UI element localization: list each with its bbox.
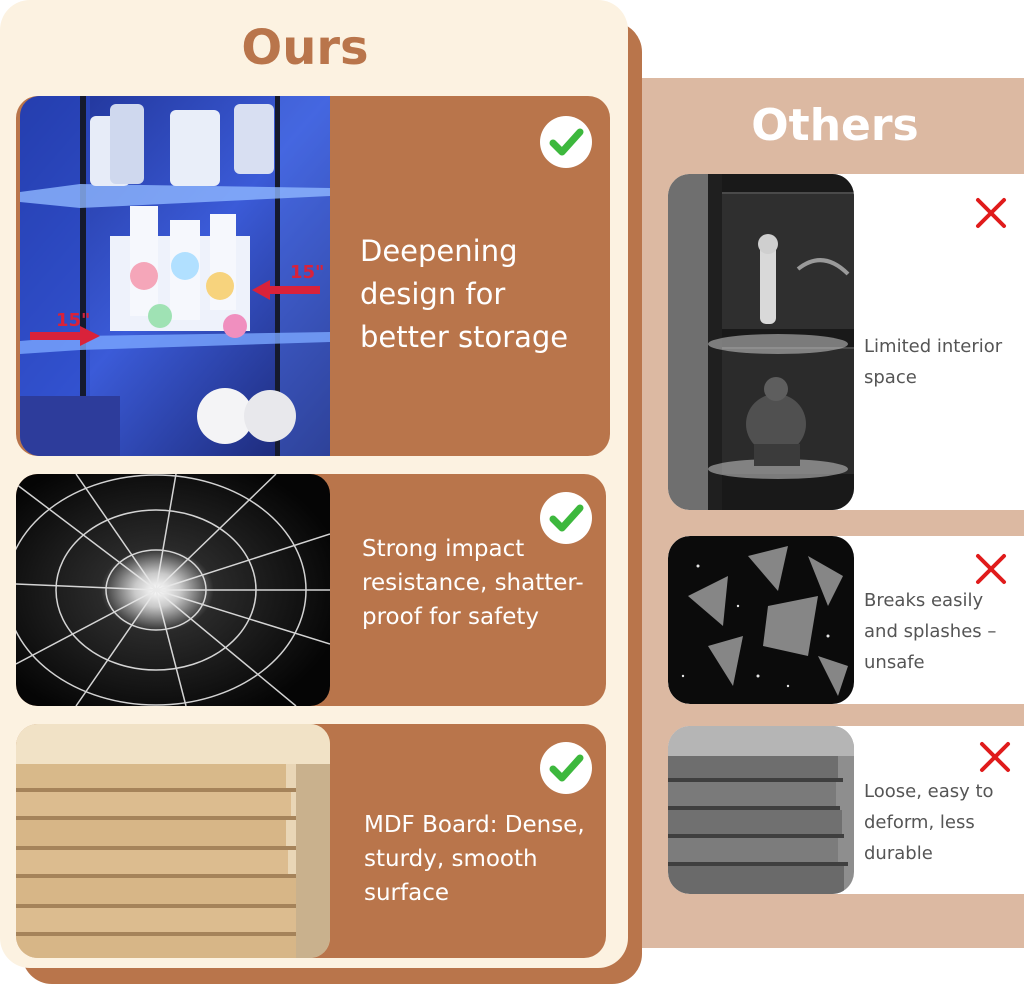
others-text-space: Limited interior space [864, 336, 1003, 388]
check-icon [549, 504, 584, 532]
ours-text-storage: Deepening design for better storage [360, 234, 569, 354]
shattered-glass-photo [668, 536, 854, 704]
ours-text-mdf: MDF Board: Dense, sturdy, smooth surface [364, 812, 585, 906]
others-card-breaks: Breaks easily and splashes – unsafe [668, 536, 1024, 704]
others-text-loose: Loose, easy to deform, less durable [864, 781, 994, 864]
ours-heading: Ours [241, 20, 369, 76]
depth-label-right: 15" [290, 262, 324, 283]
ours-card-mdf: MDF Board: Dense, sturdy, smooth surface [16, 724, 606, 958]
ours-card-storage: 15" 15" Deepening design for better stor… [16, 96, 610, 456]
mdf-board-stack-photo [16, 724, 330, 958]
display-cabinet-photo: 15" 15" [20, 96, 330, 456]
cracked-glass-photo [16, 474, 330, 706]
check-badge [540, 742, 592, 794]
cross-icon [980, 742, 1010, 772]
check-badge [540, 492, 592, 544]
check-icon [549, 754, 584, 782]
cross-icon [976, 198, 1006, 228]
ours-text-impact: Strong impact resistance, shatter-proof … [362, 536, 584, 630]
narrow-cabinet-photo [668, 174, 854, 510]
others-card-loose: Loose, easy to deform, less durable [668, 726, 1024, 894]
depth-label-left: 15" [56, 310, 90, 331]
ours-card-impact: Strong impact resistance, shatter-proof … [16, 474, 606, 706]
check-badge [540, 116, 592, 168]
cross-icon [976, 554, 1006, 584]
others-card-space: Limited interior space [668, 174, 1024, 510]
others-text-breaks: Breaks easily and splashes – unsafe [864, 590, 997, 673]
check-icon [549, 128, 584, 156]
particle-board-stack-photo [668, 726, 854, 894]
others-heading: Others [751, 100, 919, 151]
